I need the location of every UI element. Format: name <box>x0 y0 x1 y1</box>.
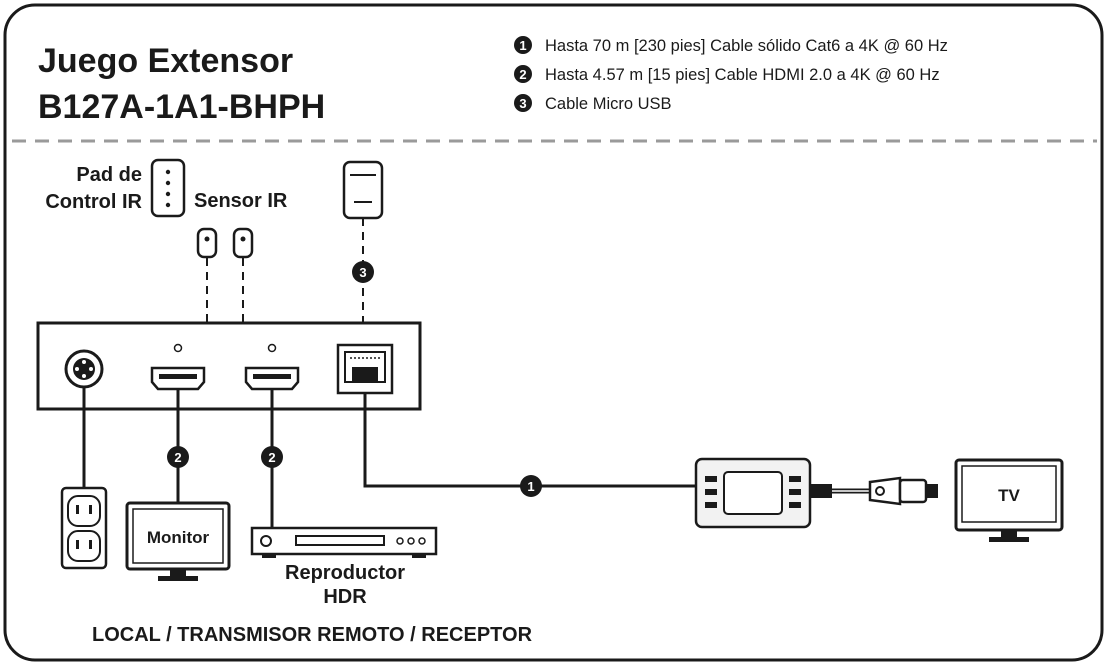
legend-marker-3-number: 3 <box>519 96 526 111</box>
footer-caption: LOCAL / TRANSMISOR REMOTO / RECEPTOR <box>92 624 533 646</box>
hdmi-connector-icon <box>868 476 938 506</box>
hdmi-monitor-marker-icon <box>167 446 189 468</box>
usb-power-adapter-icon <box>342 160 384 220</box>
monitor-label: Monitor <box>147 528 210 547</box>
legend-text-2: Hasta 4.57 m [15 pies] Cable HDMI 2.0 a … <box>545 66 940 84</box>
hdr-player-label-line-2: HDR <box>323 586 367 608</box>
legend-item-2: 2 Hasta 4.57 m [15 pies] Cable HDMI 2.0 … <box>514 65 940 84</box>
legend: 1 Hasta 70 m [230 pies] Cable sólido Cat… <box>514 36 948 113</box>
power-jack-icon <box>64 349 104 389</box>
legend-item-3: 3 Cable Micro USB <box>514 94 672 113</box>
ir-sensor-label: Sensor IR <box>194 190 288 212</box>
hdmi-led-2-icon <box>267 343 277 353</box>
title-line-2: B127A-1A1-BHPH <box>38 88 325 126</box>
legend-text-3: Cable Micro USB <box>545 95 672 113</box>
ir-pad-label-line-1: Pad de <box>76 164 142 186</box>
hdr-player-label-line-1: Reproductor <box>285 562 405 584</box>
tv-icon <box>954 458 1064 542</box>
legend-marker-2-number: 2 <box>519 67 526 82</box>
tv-label: TV <box>998 486 1020 505</box>
legend-marker-1-icon <box>514 36 532 54</box>
ir-pad-label-line-2: Control IR <box>45 191 142 213</box>
hdmi-led-1-icon <box>173 343 183 353</box>
hdr-player-icon <box>250 526 438 558</box>
ir-control-pad-icon <box>150 158 186 218</box>
cat6-cable <box>363 393 698 488</box>
legend-marker-3-icon <box>514 94 532 112</box>
hdmi-port-1-icon <box>150 366 206 391</box>
receiver-hdmi-cable <box>810 484 870 498</box>
hdmi-player-marker-icon <box>261 446 283 468</box>
legend-marker-1-number: 1 <box>519 38 526 53</box>
monitor-icon <box>125 501 231 581</box>
ir-sensor-plug-2-icon <box>232 227 254 259</box>
legend-marker-2-icon <box>514 65 532 83</box>
hdmi-player-marker-number: 2 <box>268 450 275 465</box>
legend-item-1: 1 Hasta 70 m [230 pies] Cable sólido Cat… <box>514 36 948 55</box>
legend-text-1: Hasta 70 m [230 pies] Cable sólido Cat6 … <box>545 37 948 55</box>
usb-cable-marker-number: 3 <box>359 265 366 280</box>
title-line-1: Juego Extensor <box>38 42 293 80</box>
cat6-cable-marker-number: 1 <box>527 479 534 494</box>
receiver-device-icon <box>694 457 812 529</box>
cat6-cable-marker-icon <box>520 475 542 497</box>
hdmi-port-2-icon <box>244 366 300 391</box>
rj45-port-icon <box>336 343 394 395</box>
usb-cable-marker-icon <box>352 261 374 283</box>
ir-sensor-plug-1-icon <box>196 227 218 259</box>
hdmi-monitor-marker-number: 2 <box>174 450 181 465</box>
wall-outlet-icon <box>60 486 108 570</box>
